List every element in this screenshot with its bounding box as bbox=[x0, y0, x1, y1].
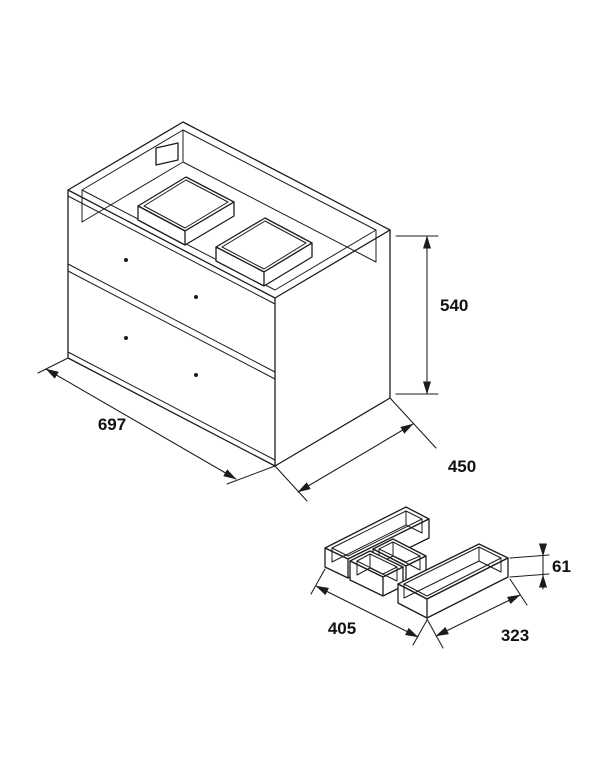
dimension-organizer-height: 61 bbox=[509, 543, 571, 590]
dimension-organizer-depth: 323 bbox=[426, 578, 529, 649]
dim-label-organizer-width: 405 bbox=[328, 619, 356, 638]
dim-label-organizer-height: 61 bbox=[552, 557, 571, 576]
basin-cutout-left bbox=[137, 176, 235, 246]
dim-organizer-width-line bbox=[315, 585, 419, 638]
drawer-top-dot-left bbox=[124, 258, 128, 262]
organizer-tray-assembly bbox=[324, 506, 509, 619]
dimension-cabinet-depth: 450 bbox=[274, 397, 476, 502]
dimension-cabinet-width: 697 bbox=[37, 357, 276, 485]
dim-label-cabinet-width: 697 bbox=[98, 415, 126, 434]
dimension-cabinet-height: 540 bbox=[395, 235, 468, 395]
dim-depth-line bbox=[297, 423, 414, 493]
tray-small-front-interior bbox=[356, 553, 398, 582]
basin-left-walls bbox=[137, 201, 235, 246]
cabinet-edges bbox=[67, 189, 391, 467]
dim-organizer-depth-extensions bbox=[426, 578, 528, 649]
drawer-bottom-dot-right bbox=[194, 373, 198, 377]
dimension-organizer-width: 405 bbox=[310, 568, 428, 646]
basin-cutout-right bbox=[215, 217, 313, 287]
dim-height-extensions bbox=[395, 235, 439, 395]
drawer-top-dot-right bbox=[194, 295, 198, 299]
mounting-bracket bbox=[155, 142, 179, 166]
basin-left-inner-rim bbox=[143, 179, 229, 229]
dim-label-organizer-depth: 323 bbox=[501, 626, 529, 645]
cabinet-interior-floor bbox=[81, 129, 377, 263]
dim-depth-extensions bbox=[274, 397, 437, 502]
dim-organizer-width-extensions bbox=[310, 568, 428, 646]
dim-width-extensions bbox=[37, 357, 276, 485]
dim-organizer-depth-line bbox=[435, 594, 521, 637]
basin-right-inner-rim bbox=[221, 220, 307, 270]
dim-width-line bbox=[45, 368, 237, 480]
tray-back-long-interior bbox=[331, 510, 423, 563]
basin-right-walls bbox=[215, 242, 313, 287]
drawer-front-gaps bbox=[67, 195, 276, 461]
drawer-bottom-dot-left bbox=[124, 336, 128, 340]
dim-label-cabinet-depth: 450 bbox=[448, 457, 476, 476]
dim-label-cabinet-height: 540 bbox=[440, 296, 468, 315]
